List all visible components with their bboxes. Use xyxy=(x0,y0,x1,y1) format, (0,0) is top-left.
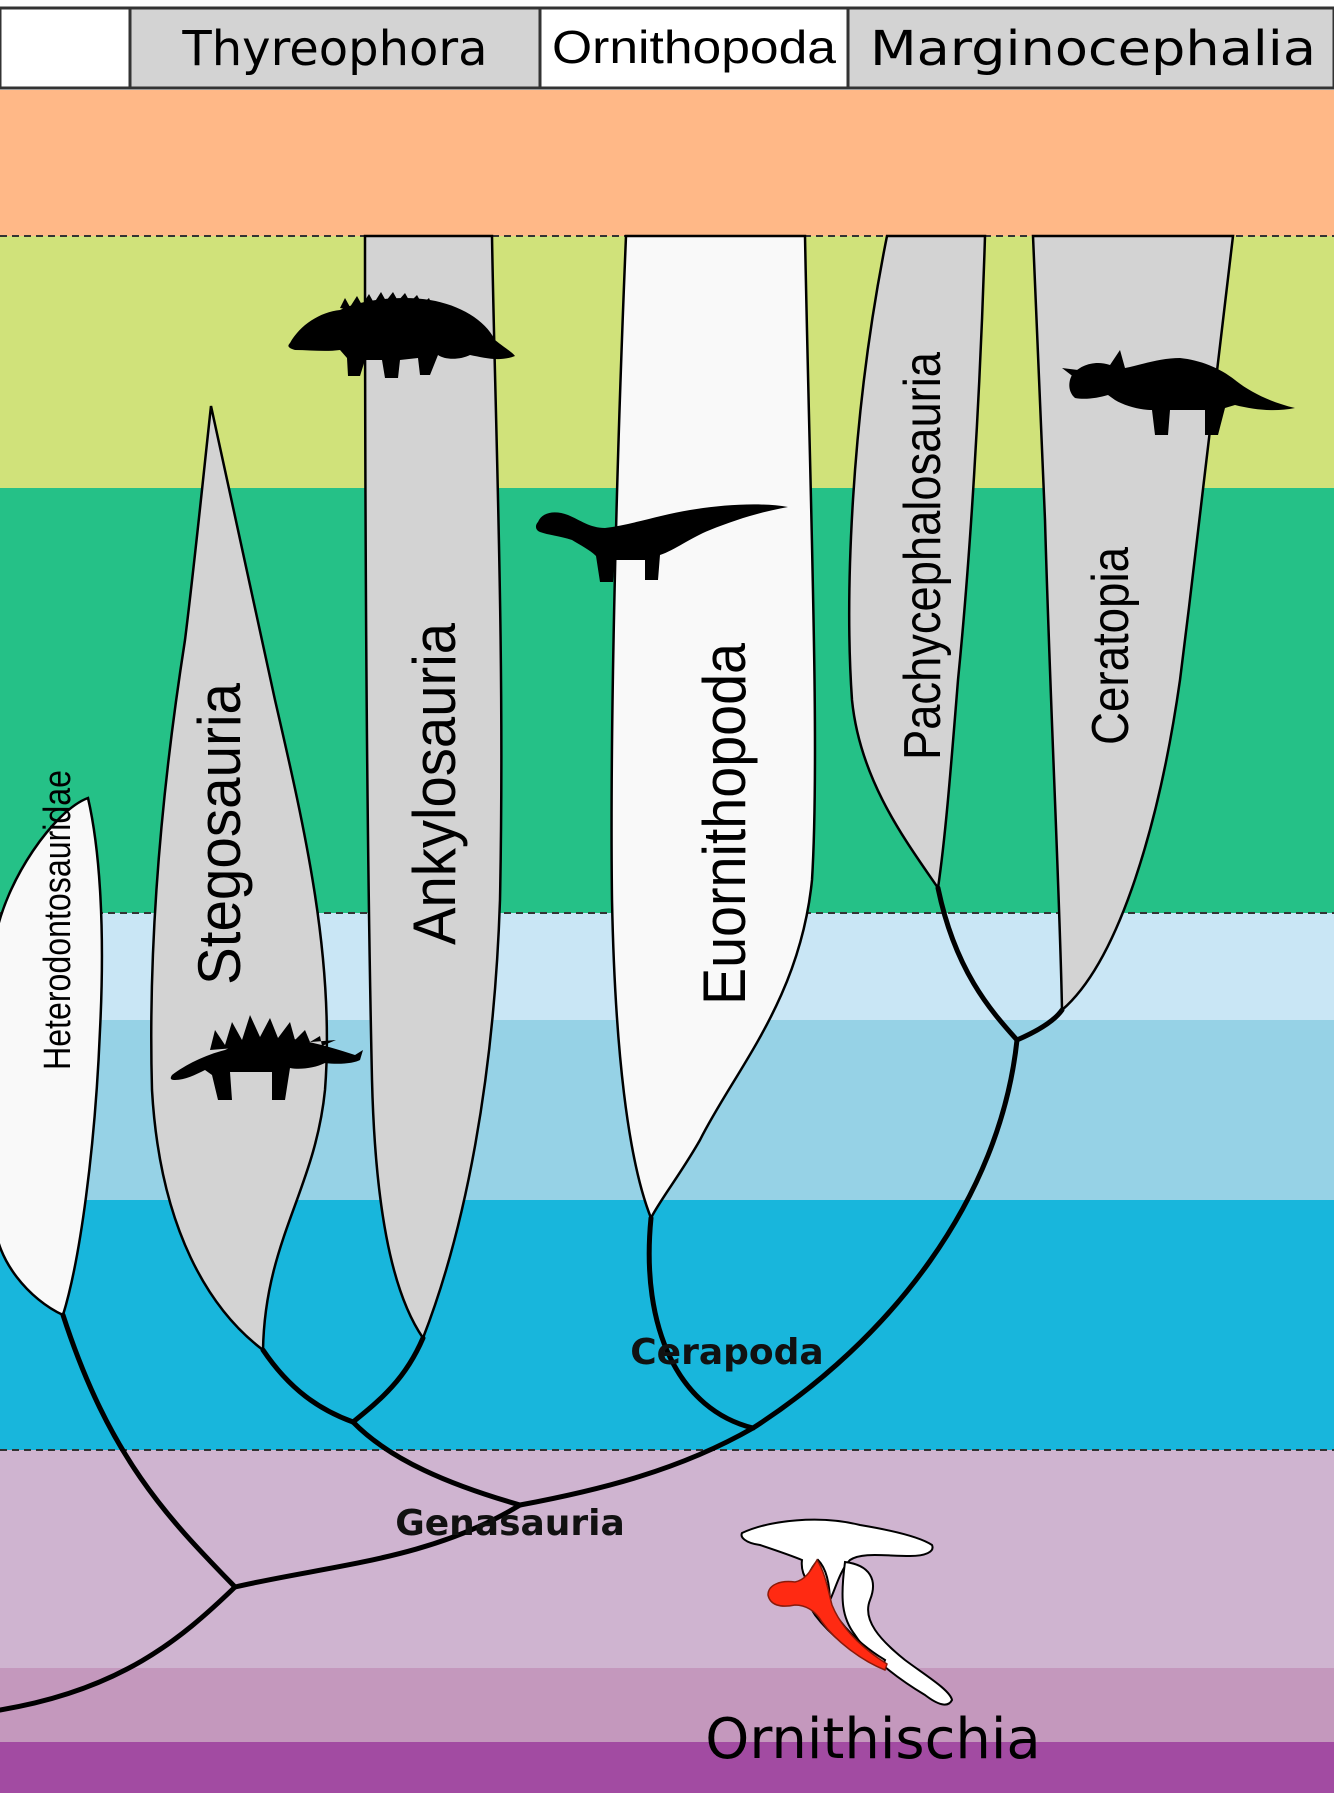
root-label-ornithischia: Ornithischia xyxy=(705,1707,1041,1772)
time-band-8 xyxy=(0,1668,1334,1742)
label-ceratopia: Ceratopia xyxy=(1082,547,1140,745)
header-bar: Thyreophora Ornithopoda Marginocephalia xyxy=(0,8,1334,88)
header-label-thyreophora: Thyreophora xyxy=(181,21,487,77)
header-label-ornithopoda: Ornithopoda xyxy=(552,21,836,73)
header-tab-blank xyxy=(0,8,130,88)
header-label-marginocephalia: Marginocephalia xyxy=(870,21,1316,77)
label-euornithopoda: Euornithopoda xyxy=(691,642,758,1005)
label-pachycephalosauria: Pachycephalosauria xyxy=(894,352,952,760)
time-band-7 xyxy=(0,1450,1334,1668)
label-stegosauria: Stegosauria xyxy=(186,682,253,985)
node-label-cerapoda: Cerapoda xyxy=(630,1332,823,1373)
time-band-1 xyxy=(0,90,1334,236)
node-label-genasauria: Genasauria xyxy=(395,1503,625,1544)
time-band-9 xyxy=(0,1742,1334,1793)
label-ankylosauria: Ankylosauria xyxy=(401,622,468,945)
label-heterodontosauridae: Heterodontosauridae xyxy=(37,770,79,1070)
